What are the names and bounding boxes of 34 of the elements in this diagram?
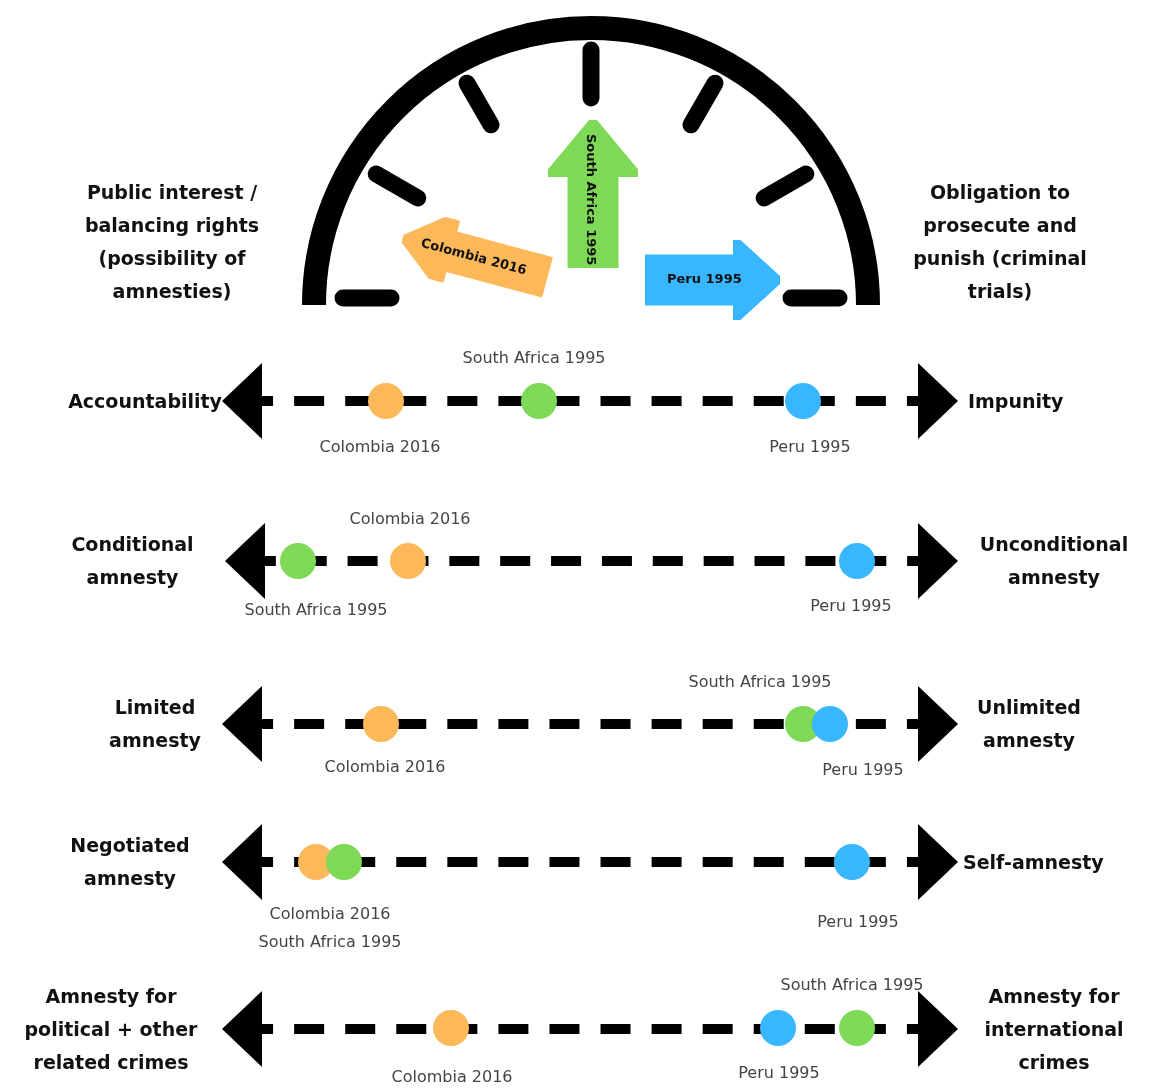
country-label: Peru 1995 [822, 759, 904, 779]
scale-end-label: Limited amnesty [88, 689, 222, 759]
country-label: South Africa 1995 [244, 599, 388, 619]
arrow-label: South Africa 1995 [584, 134, 599, 266]
country-label: Peru 1995 [810, 595, 892, 615]
scale-end-label: Public interest / balancing rights (possibility of amnesties) [83, 180, 261, 304]
arrow-label: Peru 1995 [667, 271, 742, 286]
scale-end-label: Self-amnesty [958, 842, 1148, 882]
country-label: South Africa 1995 [462, 347, 606, 367]
country-label: South Africa 1995 [780, 974, 924, 994]
scale-end-label: Obligation to prosecute and punish (criminal trials) [912, 180, 1088, 304]
country-label: Colombia 2016 [391, 1066, 513, 1086]
country-label: Colombia 2016 [349, 508, 471, 528]
scale-end-label: Conditional amnesty [40, 526, 225, 596]
country-label: Peru 1995 [769, 436, 851, 456]
scale-end-label: Unconditional amnesty [958, 526, 1150, 596]
scale-end-label: Amnesty for international crimes [958, 978, 1150, 1080]
scale-end-label: Impunity [958, 381, 1148, 421]
country-label: South Africa 1995 [688, 671, 832, 691]
scale-end-label: Negotiated amnesty [38, 827, 222, 897]
scale-end-label: Amnesty for political + other related crimes [0, 978, 222, 1080]
dashed-double-arrow [222, 991, 958, 1067]
country-label: Peru 1995 [817, 911, 899, 931]
scale-end-label: Accountability [0, 381, 222, 421]
country-label: Colombia 2016 [319, 436, 441, 456]
dashed-double-arrow [222, 824, 958, 900]
country-label: South Africa 1995 [258, 931, 402, 951]
scale-end-label: Unlimited amnesty [958, 689, 1100, 759]
country-label: Colombia 2016 [269, 903, 391, 923]
dashed-double-arrow [222, 363, 958, 439]
dashed-double-arrow [222, 686, 958, 762]
dashed-double-arrow [225, 523, 958, 599]
country-label: Colombia 2016 [324, 756, 446, 776]
country-label: Peru 1995 [738, 1062, 820, 1082]
